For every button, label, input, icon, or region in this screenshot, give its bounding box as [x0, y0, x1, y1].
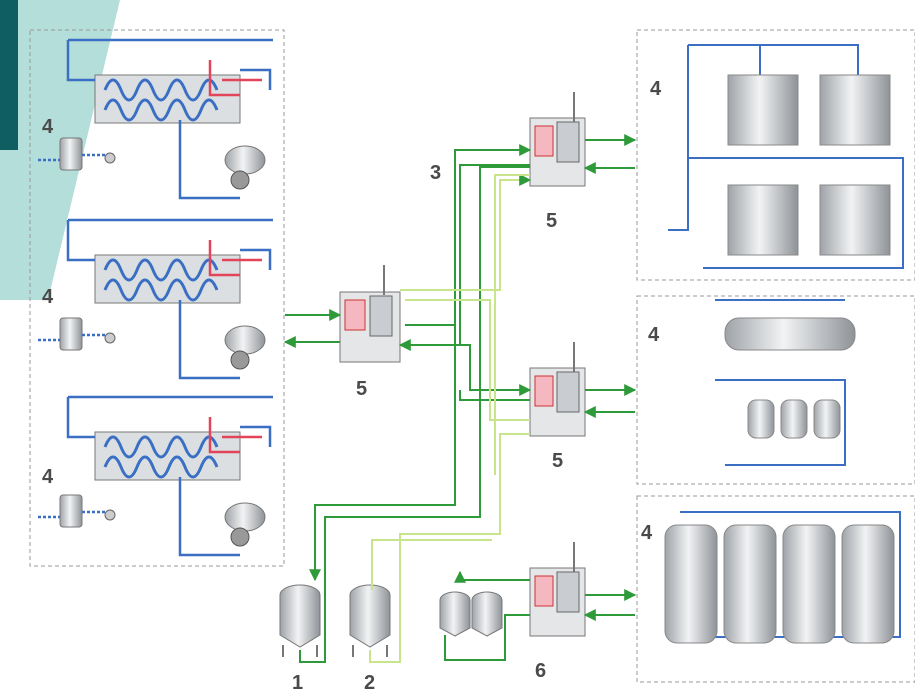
cip-return-lines: [370, 175, 530, 662]
label-silo-group: 4: [641, 522, 652, 545]
label-plant-mid: 4: [42, 286, 53, 309]
pasteurizer-unit-bottom: [38, 397, 273, 555]
cip-station-central: [340, 265, 400, 362]
label-cip-mid-right: 5: [552, 450, 563, 473]
label-plant-bottom: 4: [42, 466, 53, 489]
label-raw-tank-2: 2: [364, 672, 375, 695]
silo-tanks: [665, 525, 894, 643]
vertical-storage-tanks: [748, 400, 840, 438]
filling-machines: [728, 75, 890, 255]
label-distribution-line: 3: [430, 162, 441, 185]
cip-station-mid-right: [530, 342, 585, 436]
label-plant-top: 4: [42, 116, 53, 139]
raw-tank-2: [350, 585, 390, 657]
label-cip-central: 5: [356, 378, 367, 401]
pasteurizer-unit-top: [38, 40, 273, 198]
pasteurizer-unit-middle: [38, 220, 273, 378]
label-cip-bottom: 6: [535, 660, 546, 683]
horizontal-storage-tanks: [725, 318, 855, 350]
label-cip-top-right: 5: [546, 210, 557, 233]
label-raw-tank-1: 1: [292, 672, 303, 695]
small-tanks-cip6: [440, 592, 502, 636]
raw-tank-1: [280, 585, 320, 657]
label-filling-group: 4: [650, 78, 661, 101]
label-storage-group: 4: [648, 324, 659, 347]
cip-station-top-right: [530, 92, 585, 186]
cip-station-bottom: [530, 542, 585, 636]
